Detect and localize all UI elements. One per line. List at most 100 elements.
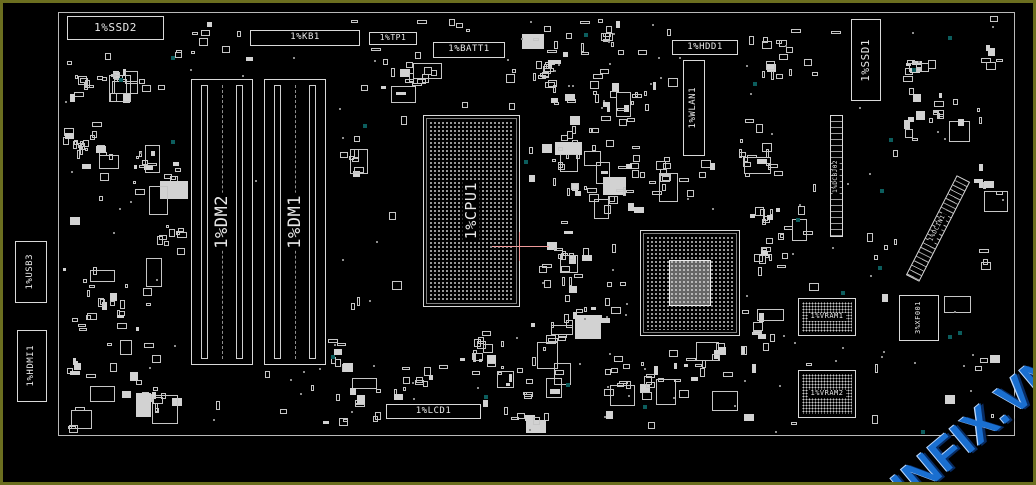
pcb-part xyxy=(554,41,558,49)
pcb-part xyxy=(600,69,609,74)
pcb-part xyxy=(374,60,376,62)
conn-wlan1[interactable]: 1%WLAN1 xyxy=(683,60,705,156)
pcb-part xyxy=(753,331,762,334)
pcb-part xyxy=(631,101,634,105)
chip-cpu1[interactable]: 1%CPU1 xyxy=(423,115,520,307)
conn-tp1[interactable]: 1%TP1 xyxy=(369,32,417,45)
conn-ssd2-label: 1%SSD2 xyxy=(92,20,139,35)
pcb-part xyxy=(841,291,845,295)
pcb-part xyxy=(804,59,812,66)
pcb-part xyxy=(417,20,427,24)
pcb-part xyxy=(152,392,156,399)
pcb-part xyxy=(558,147,563,151)
pcb-part xyxy=(562,277,565,286)
pcb-part xyxy=(608,196,615,202)
pcb-part xyxy=(972,354,974,356)
pcb-part xyxy=(497,371,514,388)
pcb-part xyxy=(996,191,1003,195)
slot-dm2[interactable]: 1%DM2 xyxy=(191,79,253,365)
pcb-part xyxy=(644,91,647,96)
conn-hdmi1[interactable]: 1%HDMI1 xyxy=(17,330,47,402)
chip-gpu[interactable] xyxy=(640,230,740,336)
pcb-part xyxy=(75,407,85,411)
pcb-part xyxy=(798,206,805,215)
pcb-part xyxy=(542,282,544,284)
chip-xf001-label: 3%XF001 xyxy=(914,299,923,337)
pcb-part xyxy=(560,154,578,172)
pcb-part xyxy=(146,258,162,287)
pcb-part xyxy=(905,129,913,138)
pcb-part xyxy=(506,74,515,83)
pcb-part xyxy=(847,183,849,185)
pcb-part xyxy=(521,38,523,40)
pcb-part xyxy=(918,61,920,63)
conn-dcin[interactable]: 1%DCIN1 xyxy=(905,175,971,282)
pcb-part xyxy=(744,157,771,174)
pcb-part xyxy=(555,142,582,155)
pcb-part xyxy=(564,231,573,234)
pcb-part xyxy=(758,267,762,276)
pcb-part xyxy=(391,68,395,77)
conn-hdd1[interactable]: 1%HDD1 xyxy=(672,40,738,55)
pcb-part xyxy=(246,57,253,61)
conn-dcbj[interactable]: 1%DCBJ02 xyxy=(830,115,843,237)
pcb-part xyxy=(107,343,112,346)
pcb-part xyxy=(192,32,198,35)
pcb-part xyxy=(606,26,612,33)
conn-ssd1[interactable]: 1%SSD1 xyxy=(851,19,881,101)
pcb-part xyxy=(102,302,107,310)
pcb-part xyxy=(777,265,786,268)
pcb-part xyxy=(581,43,584,52)
conn-lcd1[interactable]: 1%LCD1 xyxy=(386,404,481,419)
pcb-part xyxy=(501,366,504,369)
pcb-part xyxy=(524,160,528,164)
pcb-part xyxy=(171,176,176,180)
pcb-part xyxy=(581,52,589,55)
pcb-part xyxy=(652,191,662,195)
slot-dm1[interactable]: 1%DM1 xyxy=(264,79,326,365)
conn-kb1[interactable]: 1%KB1 xyxy=(250,30,360,46)
pcb-part xyxy=(552,159,556,162)
pcb-part xyxy=(456,23,463,28)
pcb-part xyxy=(775,431,777,433)
pcb-part xyxy=(592,145,596,151)
conn-batt1[interactable]: 1%BATT1 xyxy=(433,42,505,58)
conn-usb3[interactable]: 1%USB3 xyxy=(15,241,47,303)
chip-cpu1-label: 1%CPU1 xyxy=(462,180,481,242)
pcb-part xyxy=(525,415,535,421)
pcb-part xyxy=(173,162,179,166)
pcb-part xyxy=(791,422,797,425)
chip-vram1[interactable]: 1%VRAM1 xyxy=(798,298,856,336)
pcb-part xyxy=(547,242,557,250)
pcb-part xyxy=(663,163,671,169)
pcb-part xyxy=(113,71,119,78)
pcb-part xyxy=(644,368,646,370)
pcb-part xyxy=(792,253,794,255)
pcb-part xyxy=(568,85,570,87)
pcb-part xyxy=(867,233,873,242)
pcb-part xyxy=(700,368,705,377)
chip-xf001[interactable]: 3%XF001 xyxy=(899,295,939,341)
pcb-part xyxy=(159,235,167,240)
pcb-part xyxy=(762,71,765,78)
pcb-part xyxy=(601,33,610,41)
conn-ssd2[interactable]: 1%SSD2 xyxy=(67,16,164,40)
pcb-part xyxy=(743,162,751,167)
pcb-part xyxy=(914,362,916,364)
pcb-part xyxy=(643,405,647,409)
pcb-part xyxy=(623,364,630,369)
pcb-part xyxy=(337,343,346,346)
pcb-part xyxy=(99,196,103,201)
pcb-part xyxy=(551,322,554,328)
pcb-part xyxy=(628,395,630,397)
pcb-part xyxy=(548,60,552,69)
pcb-part xyxy=(164,241,169,246)
pcb-part xyxy=(710,163,715,170)
pcb-part xyxy=(354,167,364,173)
pcb-part xyxy=(122,391,131,398)
pcb-part xyxy=(412,382,414,384)
pcb-part xyxy=(403,377,410,384)
chip-vram2[interactable]: 1%VRAM2 xyxy=(798,370,856,418)
pcb-part xyxy=(161,393,166,399)
pcb-part xyxy=(125,71,138,84)
